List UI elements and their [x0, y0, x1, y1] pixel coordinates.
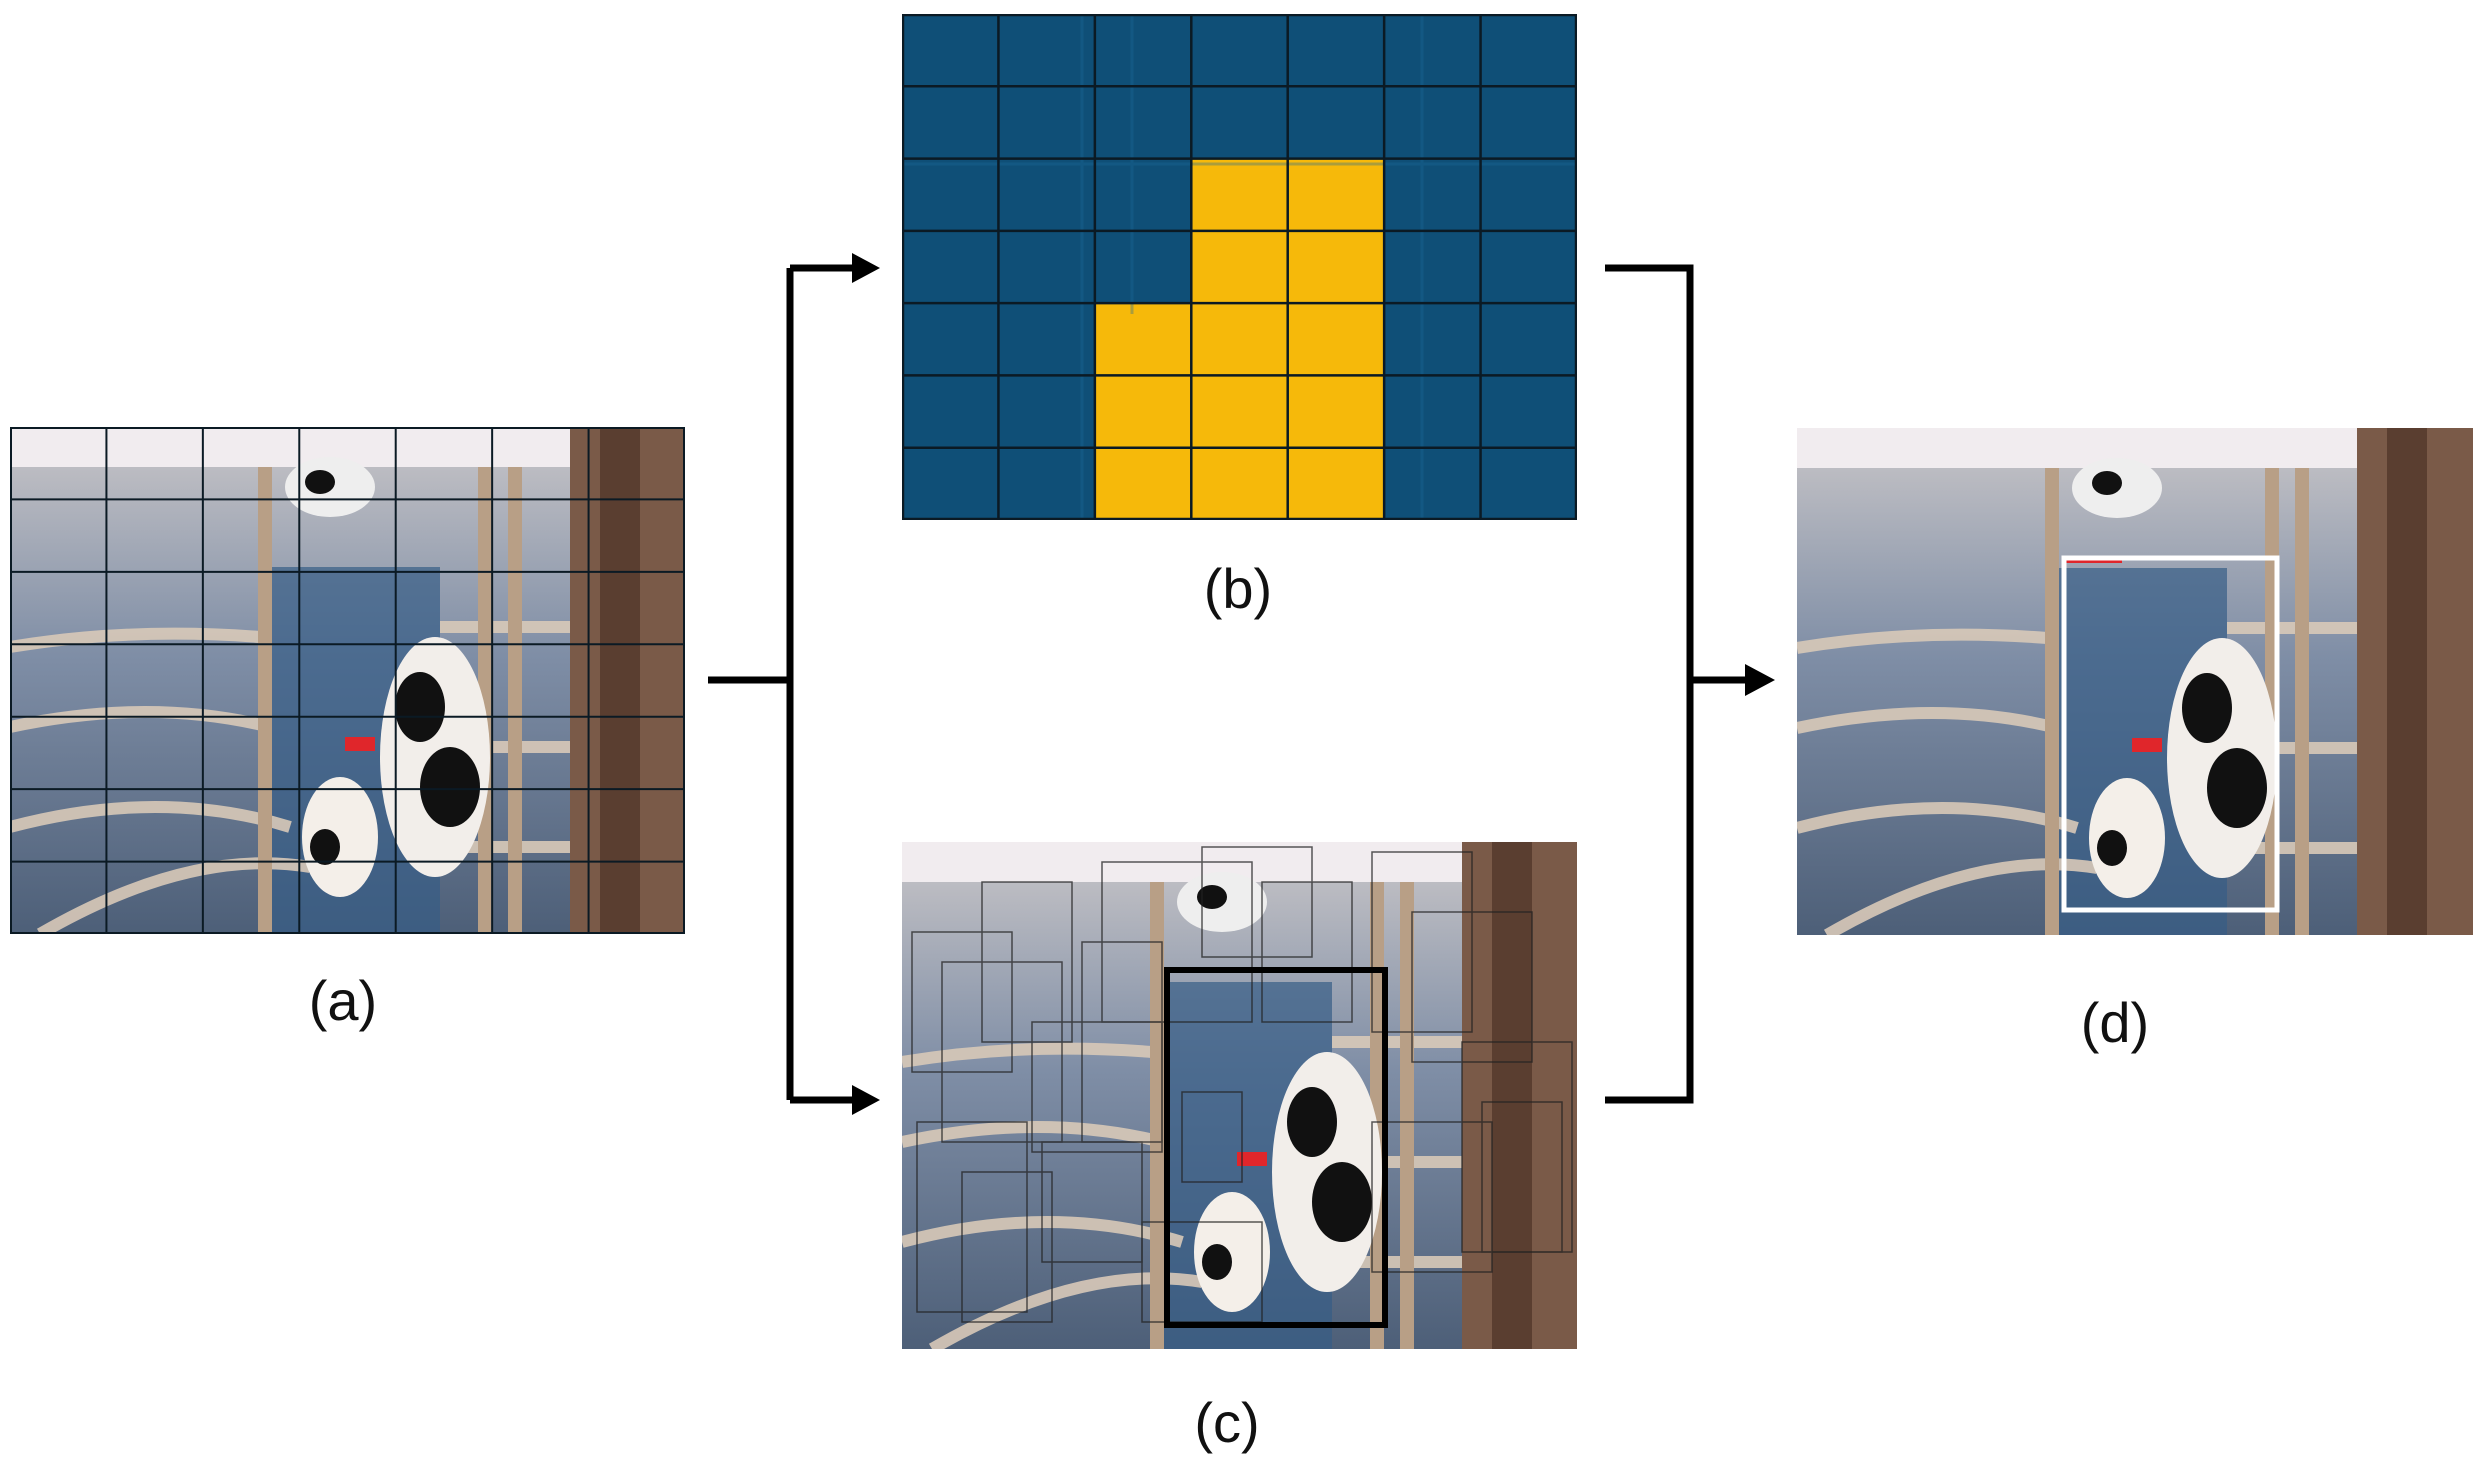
- grid-cell: [998, 14, 1096, 87]
- grid-cell: [1094, 158, 1192, 232]
- bounding-box-proposals: [902, 842, 1577, 1349]
- grid-cell-highlighted: [1094, 303, 1192, 376]
- grid-cell: [998, 158, 1096, 232]
- grid-cell: [1480, 14, 1577, 87]
- grid-cell-highlighted: [1094, 447, 1192, 520]
- grid-cell: [1094, 86, 1192, 160]
- arrow-right-icon: [852, 1085, 880, 1115]
- input-image-grid: [10, 427, 685, 934]
- grid-cell: [1384, 230, 1482, 304]
- grid-cell: [1384, 375, 1482, 449]
- grid-cell-highlighted: [1191, 447, 1289, 520]
- grid-cell: [1191, 86, 1289, 160]
- grid-cell: [1480, 230, 1577, 304]
- grid-cell: [1384, 86, 1482, 160]
- grid-cell: [902, 14, 999, 87]
- grid-cell: [1480, 447, 1577, 520]
- grid-cell-highlighted: [1191, 303, 1289, 376]
- grid-cell: [1480, 375, 1577, 449]
- grid-cell: [1384, 303, 1482, 376]
- grid-cell-highlighted: [1287, 303, 1385, 376]
- arrow-right-icon: [852, 253, 880, 283]
- detection-box-d: [2061, 555, 2280, 913]
- grid-cell: [1287, 14, 1385, 87]
- cow-in-barn-photo: [10, 427, 685, 934]
- grid-cell: [1384, 158, 1482, 232]
- grid-cell: [902, 86, 999, 160]
- grid-cell: [902, 230, 999, 304]
- grid-cell: [1480, 86, 1577, 160]
- grid-cell: [1094, 230, 1192, 304]
- grid-cell: [1384, 14, 1482, 87]
- caption-a: (a): [308, 969, 378, 1032]
- grid-cell-highlighted: [1287, 230, 1385, 304]
- cow-in-barn-photo: [902, 842, 1577, 1349]
- grid-cell-highlighted: [1094, 375, 1192, 449]
- grid-cell: [1384, 447, 1482, 520]
- arrow-b-to-merge: [1605, 264, 1694, 1104]
- grid-cell-highlighted: [1191, 158, 1289, 232]
- grid-cell: [1191, 14, 1289, 87]
- grid-cell: [998, 230, 1096, 304]
- proposal-boxes: [911, 846, 1573, 1323]
- grid-cell: [998, 86, 1096, 160]
- grid-cell: [998, 303, 1096, 376]
- grid-cell: [902, 447, 999, 520]
- grid-cell-highlighted: [1287, 447, 1385, 520]
- grid-cell: [1287, 86, 1385, 160]
- caption-c: (c): [1194, 1391, 1260, 1454]
- grid-cell: [902, 375, 999, 449]
- grid-cell-highlighted: [1287, 158, 1385, 232]
- grid-cell: [1094, 14, 1192, 87]
- caption-d: (d): [2080, 991, 2150, 1054]
- final-detection: [1797, 428, 2473, 935]
- class-probability-map: [902, 14, 1577, 520]
- cow-in-barn-photo: [1797, 428, 2473, 935]
- detection-box-c: [1164, 967, 1388, 1328]
- grid-cell: [998, 447, 1096, 520]
- probability-grid: [902, 14, 1577, 520]
- arrow-right-icon: [1745, 664, 1775, 696]
- grid-cell: [1480, 303, 1577, 376]
- grid-cell-highlighted: [1191, 230, 1289, 304]
- grid-cell: [998, 375, 1096, 449]
- grid-cell: [902, 303, 999, 376]
- grid-cell: [902, 158, 999, 232]
- caption-b: (b): [1203, 557, 1273, 620]
- grid-cell-highlighted: [1287, 375, 1385, 449]
- grid-cell-highlighted: [1191, 375, 1289, 449]
- grid-cell: [1480, 158, 1577, 232]
